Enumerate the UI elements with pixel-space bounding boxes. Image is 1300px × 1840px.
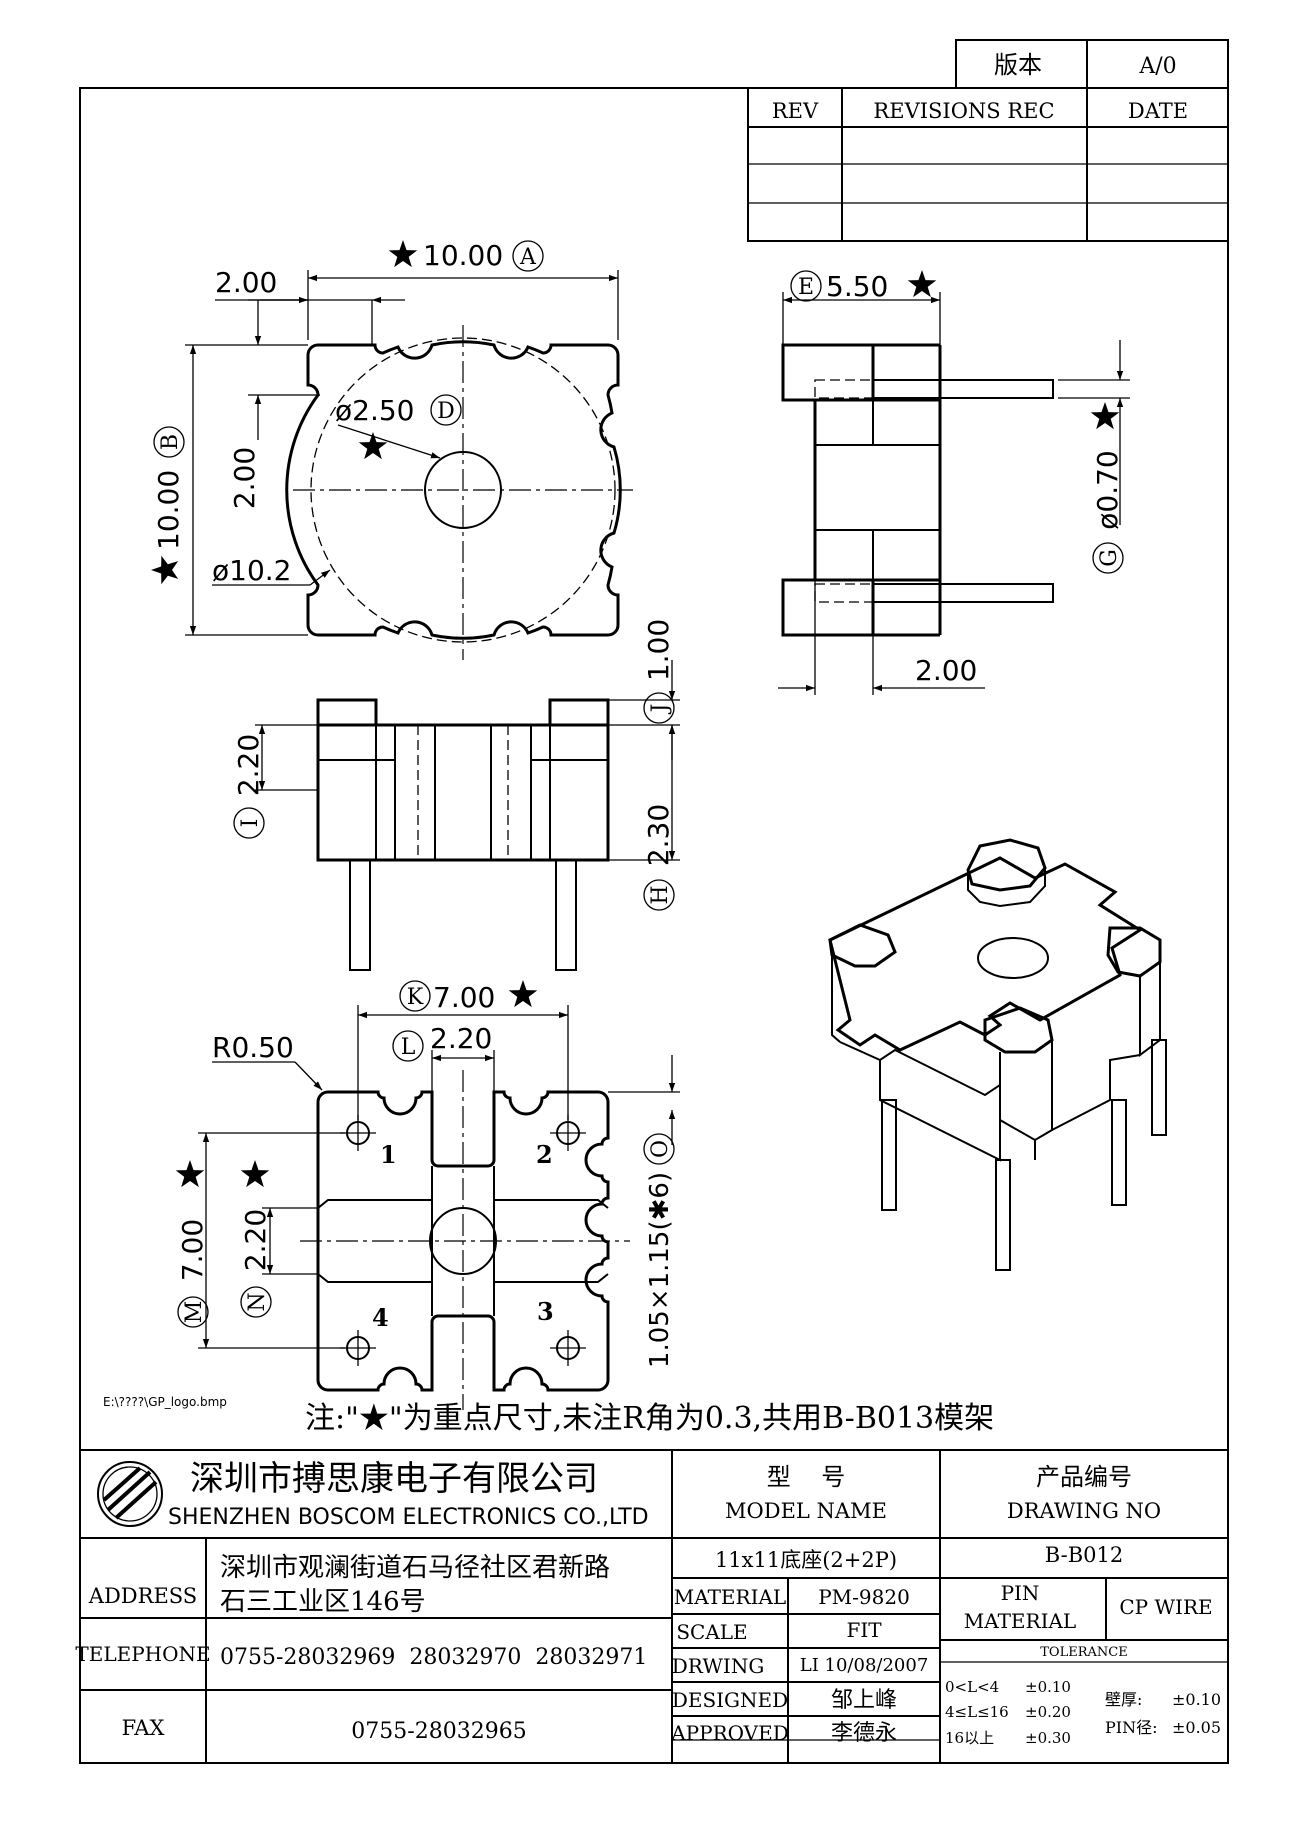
dim-corner-radius: R0.50: [212, 1031, 294, 1064]
tol-3-value: ±0.30: [1025, 1729, 1071, 1747]
front-view: [316, 698, 610, 971]
version-label: 版本: [994, 51, 1042, 79]
logo-path: E:\????\GP_logo.bmp: [103, 1395, 227, 1409]
drawing-by-label: DRWING: [672, 1654, 765, 1678]
drawing-by-value: LI 10/08/2007: [800, 1655, 929, 1676]
pin-label-4: 4: [372, 1303, 389, 1332]
ref-k: K: [407, 985, 424, 1010]
dim-top-offset-x: 2.00: [215, 266, 277, 299]
isometric-view: [828, 838, 1167, 1271]
top-view-dimensions: 10.00 A 2.00 10.00 B 2.00 ø2.50 D: [151, 239, 619, 636]
drawing-label-en: DRAWING NO: [1007, 1499, 1161, 1523]
dim-flange-height: 1.00: [642, 619, 675, 681]
model-label-en: MODEL NAME: [725, 1499, 887, 1523]
ref-i: I: [238, 819, 263, 828]
top-view: [285, 325, 633, 660]
date-header: DATE: [1128, 99, 1188, 123]
ref-j: J: [648, 704, 673, 715]
dim-side-width: 5.50: [826, 270, 888, 303]
tolerance-label: TOLERANCE: [1040, 1645, 1127, 1660]
drawing-label-cn: 产品编号: [1036, 1463, 1132, 1491]
version-value: A/0: [1138, 54, 1176, 79]
dim-pin-depth: 2.30: [642, 804, 675, 866]
bottom-view-outline: [316, 1090, 610, 1392]
version-box: 版本 A/0: [955, 39, 1229, 89]
dim-slot-height: 2.20: [239, 1209, 272, 1271]
address-line-2: 石三工业区146号: [220, 1587, 426, 1617]
revisions-rec-header: REVISIONS REC: [873, 99, 1054, 123]
dim-top-height: 10.00: [152, 470, 185, 550]
dim-slot-width: 2.20: [430, 1022, 492, 1055]
company-logo-icon: [97, 1461, 163, 1527]
bottom-view: 1 2 3 4: [300, 1070, 630, 1410]
pin-dia-label: PIN径:: [1105, 1718, 1157, 1737]
material-value: PM-9820: [818, 1585, 910, 1609]
side-view: [781, 343, 1054, 637]
dim-pin-pitch-y: 7.00: [176, 1219, 209, 1281]
dim-pin-diameter: ø0.70: [1091, 450, 1124, 529]
ref-b: B: [158, 434, 183, 450]
pin-dia-value: ±0.05: [1172, 1718, 1221, 1737]
dim-side-bottom: 2.00: [915, 654, 977, 687]
dim-top-offset-y: 2.00: [228, 447, 261, 509]
designed-label: DESIGNED: [672, 1688, 788, 1712]
wall-label: 壁厚:: [1105, 1690, 1142, 1709]
model-name: 11x11底座(2+2P): [715, 1548, 897, 1572]
tol-1-range: 0<L<4: [945, 1678, 999, 1696]
approved-value: 李德永: [831, 1721, 897, 1746]
dim-top-width: 10.00: [423, 239, 503, 272]
ref-m: M: [182, 1301, 207, 1324]
revision-table: REV REVISIONS REC DATE: [747, 87, 1229, 242]
company-name-en: SHENZHEN BOSCOM ELECTRONICS CO.,LTD: [168, 1505, 649, 1530]
model-label-cn: 型 号: [767, 1463, 846, 1491]
fax-value: 0755-28032965: [351, 1719, 526, 1744]
ref-o: O: [648, 1140, 673, 1158]
ref-d: D: [437, 399, 455, 424]
ref-g: G: [1097, 549, 1122, 567]
ref-l: L: [401, 1035, 416, 1060]
ref-h: H: [648, 885, 673, 904]
material-label: MATERIAL: [674, 1585, 786, 1609]
pin-material-label-1: PIN: [1001, 1581, 1040, 1605]
wall-value: ±0.10: [1172, 1690, 1221, 1709]
drawing-border: [79, 87, 1229, 1764]
tol-3-range: 16以上: [945, 1729, 994, 1747]
bottom-view-dimensions: K 7.00 L 2.20 R0.50 7.00 M 2.20: [175, 980, 680, 1368]
pin-material-label-2: MATERIAL: [964, 1609, 1076, 1633]
rev-header: REV: [772, 99, 819, 123]
tol-2-value: ±0.20: [1025, 1703, 1071, 1721]
designed-value: 邹上峰: [831, 1688, 897, 1713]
dim-notch: 1.05×1.15(✱6): [645, 1172, 675, 1368]
scale-value: FIT: [846, 1618, 882, 1642]
fax-label: FAX: [122, 1716, 165, 1740]
dim-pin-pitch-x: 7.00: [433, 981, 495, 1014]
front-view-dimensions: 1.00 J 2.30 H 2.20 I: [232, 619, 680, 911]
drawing-no: B-B012: [1045, 1543, 1123, 1567]
address-label: ADDRESS: [88, 1584, 197, 1608]
side-view-dimensions: E 5.50 ø0.70 G 2.00: [778, 270, 1130, 695]
telephone-label: TELEPHONE: [75, 1642, 210, 1666]
ref-n: N: [245, 1292, 270, 1311]
ref-e: E: [798, 275, 814, 300]
pin-label-1: 1: [380, 1140, 397, 1169]
title-block: 深圳市搏思康电子有限公司 SHENZHEN BOSCOM ELECTRONICS…: [75, 1449, 1228, 1763]
tol-2-range: 4≤L≤16: [945, 1703, 1009, 1721]
pin-label-3: 3: [537, 1297, 554, 1326]
telephone-value: 0755-28032969 28032970 28032971: [220, 1645, 647, 1670]
address-line-1: 深圳市观澜街道石马径社区君新路: [220, 1553, 610, 1583]
drawing-note: 注:"★"为重点尺寸,未注R角为0.3,共用B-B013模架: [305, 1401, 994, 1436]
ref-a: A: [519, 245, 537, 270]
dim-base-height: 2.20: [232, 734, 265, 796]
company-name-cn: 深圳市搏思康电子有限公司: [190, 1459, 598, 1499]
tol-1-value: ±0.10: [1025, 1678, 1071, 1696]
approved-label: APPROVED: [670, 1721, 789, 1745]
scale-label: SCALE: [676, 1620, 747, 1644]
pin-label-2: 2: [536, 1140, 553, 1169]
dim-hole-diameter: ø2.50: [335, 394, 414, 427]
pin-material-value: CP WIRE: [1119, 1595, 1212, 1619]
dim-outer-diameter: ø10.2: [212, 554, 291, 587]
